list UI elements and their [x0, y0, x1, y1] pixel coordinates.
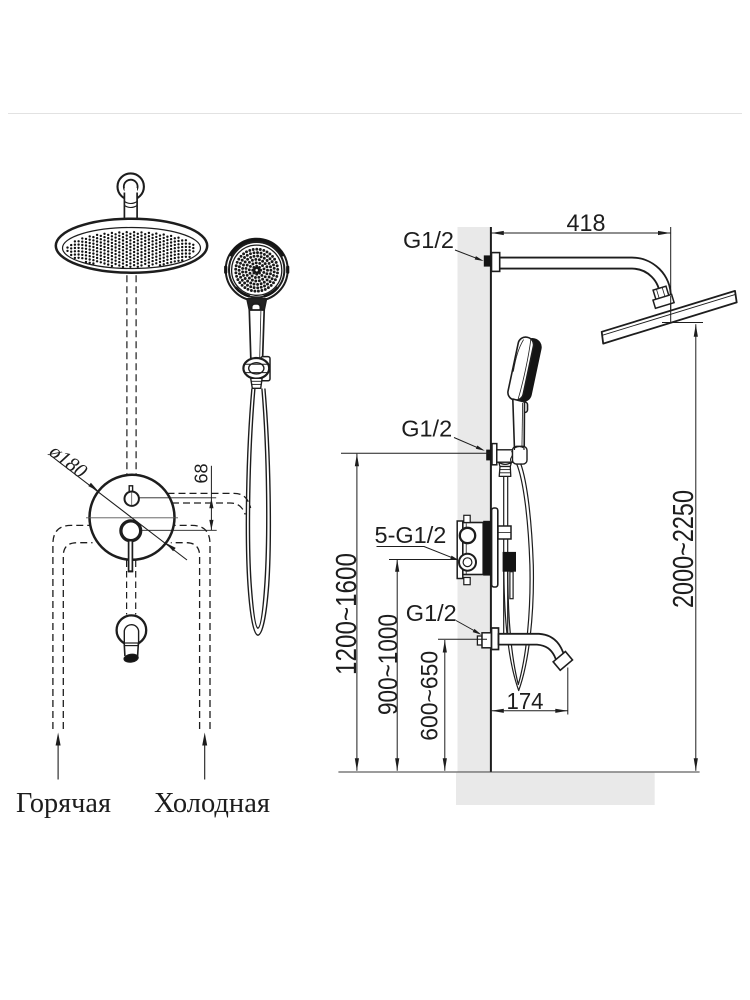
svg-text:2000~2250: 2000~2250: [668, 490, 700, 608]
svg-text:Горячая: Горячая: [16, 788, 111, 819]
svg-text:418: 418: [567, 210, 606, 237]
svg-text:G1/2: G1/2: [401, 416, 452, 442]
svg-text:G1/2: G1/2: [406, 600, 457, 626]
svg-text:600~650: 600~650: [417, 651, 444, 741]
svg-text:68: 68: [192, 463, 212, 483]
svg-text:Холодная: Холодная: [154, 788, 270, 819]
svg-text:174: 174: [507, 688, 544, 714]
svg-text:G1/2: G1/2: [403, 227, 454, 253]
svg-text:900~1000: 900~1000: [373, 614, 403, 715]
svg-text:1200~1600: 1200~1600: [331, 553, 363, 675]
svg-text:5-G1/2: 5-G1/2: [375, 522, 447, 548]
